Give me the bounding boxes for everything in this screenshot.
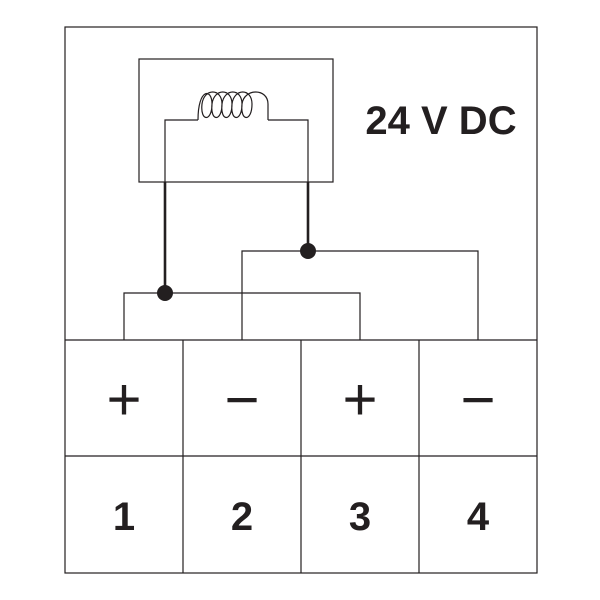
terminal-2-sign: − xyxy=(224,366,259,433)
bus-terminals-2-4 xyxy=(241,250,479,340)
coil-icon xyxy=(164,91,309,182)
terminal-4-sign: − xyxy=(460,366,495,433)
terminal-1-sign: + xyxy=(106,366,141,433)
terminal-4-number: 4 xyxy=(467,495,490,539)
terminal-2-number: 2 xyxy=(231,495,253,539)
coil-module-box xyxy=(138,58,334,183)
junction-dot-negative xyxy=(300,243,316,259)
terminal-grid xyxy=(65,339,537,573)
terminal-3-number: 3 xyxy=(349,495,371,539)
voltage-label: 24 V DC xyxy=(365,99,516,143)
terminal-1-number: 1 xyxy=(113,495,135,539)
junction-dot-positive xyxy=(157,285,173,301)
terminal-3-sign: + xyxy=(342,366,377,433)
